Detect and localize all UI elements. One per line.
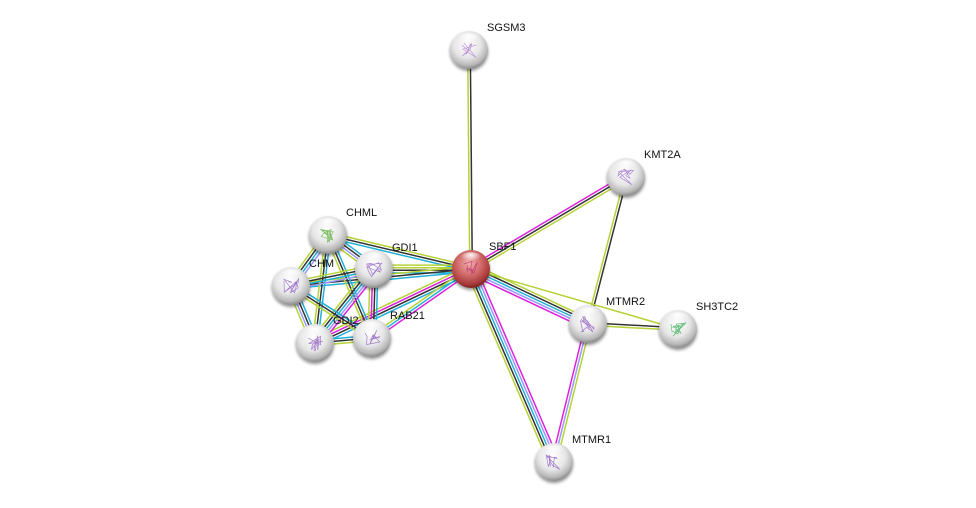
edge-sbf1-rab21[interactable]	[370, 266, 473, 341]
edge-line-textmining	[328, 231, 472, 268]
edge-line-homology	[553, 323, 589, 463]
node-mtmr1[interactable]: MTMR1	[535, 434, 611, 481]
edge-line-coexpression	[469, 49, 474, 269]
protein-structure-icon	[282, 278, 300, 294]
node-chm[interactable]: CHM	[272, 258, 334, 305]
edge-line-homology	[472, 267, 558, 462]
node-label: SH3TC2	[696, 301, 738, 313]
edge-line-coexpression	[467, 269, 553, 464]
node-label: SBF1	[489, 241, 517, 253]
node-label: MTMR1	[572, 434, 611, 446]
node-gdi1[interactable]: GDI1	[355, 242, 418, 288]
node-label: CHM	[309, 258, 334, 270]
edge-line-experiments	[550, 323, 587, 462]
edge-line-textmining	[586, 176, 626, 324]
node-sgsm3[interactable]: SGSM3	[450, 22, 526, 69]
edge-line-coexpression	[327, 234, 472, 270]
protein-structure-icon	[463, 260, 478, 275]
edge-line-experiments	[373, 270, 473, 341]
node-highlight	[542, 445, 566, 459]
node-highlight	[666, 312, 690, 326]
edge-sbf1-sh3tc2[interactable]	[470, 268, 679, 330]
node-sbf1[interactable]: SBF1	[452, 241, 517, 288]
node-highlight	[316, 218, 340, 232]
edge-line-textmining	[465, 270, 550, 465]
edge-line-database	[316, 271, 473, 348]
edge-line-database	[327, 236, 471, 273]
node-highlight	[279, 269, 303, 283]
protein-structure-icon	[319, 228, 334, 244]
edge-sbf1-mtmr2[interactable]	[468, 263, 591, 330]
edge-line-database	[470, 268, 555, 463]
edge-line-coexpression	[315, 269, 472, 345]
edge-sbf1-gdi2[interactable]	[313, 264, 473, 348]
node-label: GDI1	[392, 242, 418, 254]
edge-line-textmining	[370, 266, 470, 337]
node-gdi2[interactable]: GDI2	[296, 315, 359, 362]
edge-line-coexpression	[470, 176, 627, 270]
node-highlight	[614, 160, 638, 174]
node-label: SGSM3	[487, 22, 526, 34]
node-mtmr2[interactable]: MTMR2	[569, 296, 645, 343]
edge-kmt2a-mtmr2[interactable]	[586, 176, 628, 325]
edge-line-textmining	[471, 178, 628, 272]
node-sh3tc2[interactable]: SH3TC2	[659, 301, 738, 348]
edge-line-experiments	[314, 267, 471, 343]
node-label: MTMR2	[606, 296, 645, 308]
node-label: GDI2	[333, 315, 359, 327]
protein-structure-icon	[545, 453, 560, 470]
node-highlight	[360, 321, 384, 335]
node-label: CHML	[346, 207, 377, 219]
edge-line-coexpression	[588, 177, 628, 325]
edge-line-textmining	[470, 268, 679, 330]
edge-line-textmining	[555, 324, 592, 463]
edge-line-experiments	[468, 273, 587, 330]
edge-sbf1-mtmr1[interactable]	[465, 266, 560, 465]
protein-structure-icon	[366, 262, 383, 278]
node-highlight	[457, 33, 481, 47]
node-highlight	[362, 252, 386, 266]
node-highlight	[459, 252, 483, 266]
edge-sbf1-sgsm3[interactable]	[466, 49, 474, 270]
edge-line-textmining	[466, 50, 471, 270]
node-kmt2a[interactable]: KMT2A	[607, 149, 681, 196]
node-highlight	[303, 326, 327, 340]
node-label: KMT2A	[644, 149, 681, 161]
edge-line-homology	[469, 270, 588, 328]
edge-line-database	[371, 268, 472, 339]
edge-line-coexpression	[471, 265, 590, 323]
node-rab21[interactable]: RAB21	[353, 310, 425, 357]
edge-sbf1-chml[interactable]	[327, 231, 472, 273]
edge-line-textmining	[472, 263, 591, 320]
edge-sbf1-kmt2a[interactable]	[469, 174, 628, 272]
edge-line-experiments	[475, 266, 560, 461]
node-label: RAB21	[390, 310, 425, 322]
edge-line-database	[470, 268, 589, 325]
edge-mtmr2-mtmr1[interactable]	[550, 323, 592, 463]
node-chml[interactable]: CHML	[309, 207, 377, 254]
protein-structure-icon	[307, 335, 323, 351]
node-highlight	[576, 307, 600, 321]
edge-line-experiments	[469, 174, 626, 268]
edge-line-textmining	[313, 264, 470, 341]
